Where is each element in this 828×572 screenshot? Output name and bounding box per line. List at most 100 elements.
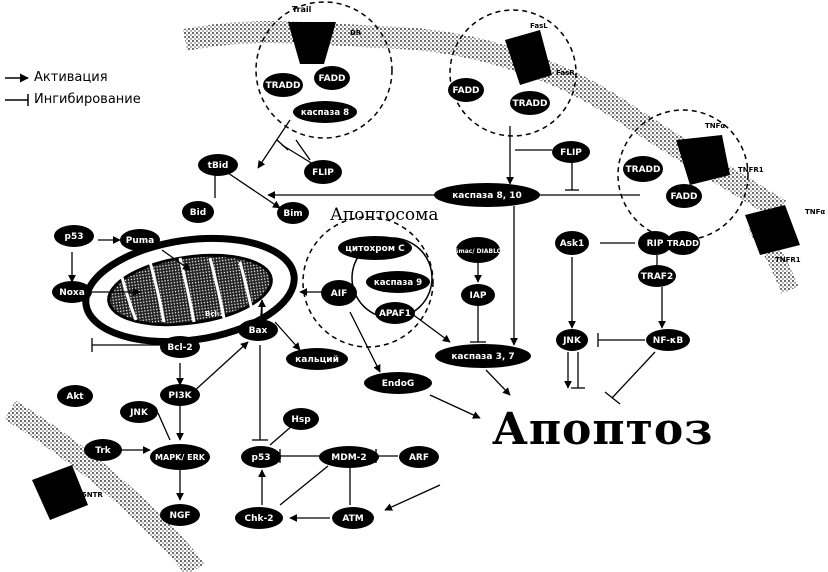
node-label: Akt	[66, 392, 84, 402]
node-shape	[435, 344, 531, 368]
node-label: Ask1	[560, 239, 585, 249]
node-ask1: Ask1	[555, 231, 589, 255]
node-atm: ATM	[332, 507, 374, 529]
node-label: Trk	[95, 446, 112, 456]
node-label: ATM	[342, 514, 363, 524]
node-traf2: TRAF2	[638, 265, 676, 287]
node-label: Bcl-2	[167, 343, 192, 353]
node-label: TRADD	[626, 165, 661, 175]
node-shape	[623, 156, 663, 182]
node-iap: IAP	[461, 284, 495, 306]
node-caspase9: каспаза 9	[366, 271, 430, 293]
node-caspase-3-7: каспаза 3, 7	[435, 344, 531, 368]
node-shape	[319, 446, 379, 468]
node-arf: ARF	[399, 446, 439, 468]
node-shape	[552, 141, 590, 163]
node-label: Smac/ DIABLO	[454, 248, 502, 255]
node-label: RIP	[647, 239, 664, 249]
node-label: EndoG	[382, 379, 415, 389]
node-label: AIF	[331, 289, 347, 299]
node-shape	[57, 385, 93, 407]
node-shape	[304, 160, 342, 184]
node-shape	[338, 236, 412, 260]
node-jnk-right: JNK	[556, 329, 588, 351]
label-p75ntr: p75NTR	[72, 491, 103, 499]
apoptosis-label: Апоптоз	[492, 404, 714, 455]
node-noxa: Noxa	[52, 281, 92, 303]
node-label: MAPK/ ERK	[155, 453, 206, 462]
nodes-layer: TRADD FADD каспаза 8 FADD TRADD TRADD FADD FLIP…	[52, 5, 825, 529]
node-bim: Bim	[277, 202, 309, 224]
node-shape	[638, 265, 676, 287]
node-label: PI3K	[168, 391, 192, 401]
label-tnfa-right: TNFα	[805, 208, 825, 216]
node-label: TRADD	[667, 238, 699, 248]
trail-complex-circle	[255, 1, 393, 139]
node-label: NGF	[169, 511, 190, 521]
node-shape	[434, 183, 540, 207]
label-fasl: FasL	[530, 22, 548, 30]
node-rip: RIP	[638, 231, 672, 255]
node-label: каспаза 3, 7	[451, 352, 514, 362]
fas-complex-circle	[449, 9, 577, 137]
node-calcium: кальций	[286, 348, 348, 370]
trail-receptor-shape	[288, 22, 336, 64]
node-shape	[555, 231, 589, 255]
legend-inhibition-label: Ингибирование	[34, 92, 141, 107]
node-label: p53	[252, 453, 271, 463]
tnf-receptor-top-shape	[676, 135, 730, 185]
node-shape	[120, 229, 160, 251]
node-shape	[666, 184, 702, 208]
label-trail: Trail	[292, 5, 312, 14]
node-label: JNK	[562, 336, 582, 346]
node-shape	[456, 237, 500, 263]
node-smac: Smac/ DIABLO	[454, 237, 502, 263]
node-label: FADD	[318, 74, 345, 84]
node-apaf1: APAF1	[375, 302, 415, 324]
node-akt: Akt	[57, 385, 93, 407]
node-shape	[364, 372, 432, 394]
node-shape	[399, 446, 439, 468]
mitochondrion-inner	[107, 253, 273, 327]
node-label: каспаза 8	[301, 108, 349, 118]
node-endog: EndoG	[364, 372, 432, 394]
node-bid: Bid	[182, 201, 214, 223]
label-dr: DR	[350, 29, 362, 37]
node-tradd-d: TRADD	[666, 231, 700, 255]
node-shape	[283, 408, 319, 430]
node-label: Noxa	[59, 288, 85, 298]
label-fasr: FasR	[556, 69, 575, 77]
node-chk2: Chk-2	[235, 507, 283, 529]
node-pi3k: PI3K	[160, 384, 200, 406]
node-shape	[160, 384, 200, 406]
node-cytc: цитохром С	[338, 236, 412, 260]
node-label: JNK	[129, 408, 149, 418]
node-shape	[286, 348, 348, 370]
node-p53-top: p53	[54, 225, 94, 247]
tnf-receptor-right-shape	[745, 205, 800, 255]
node-label: FADD	[452, 86, 479, 96]
node-shape	[160, 504, 200, 526]
node-shape	[263, 73, 303, 97]
node-shape	[666, 231, 700, 255]
node-label: ARF	[409, 453, 429, 463]
node-shape	[160, 336, 200, 358]
node-label: цитохром С	[345, 244, 405, 254]
node-shape	[241, 446, 281, 468]
label-tnfr1-right: TNFR1	[775, 256, 801, 264]
node-tradd-c: TRADD	[623, 156, 663, 182]
node-puma: Puma	[120, 229, 160, 251]
node-label: NF-κB	[653, 336, 684, 346]
node-bax: Bax	[238, 319, 278, 341]
node-mdm2: MDM-2	[319, 446, 379, 468]
node-fadd-a: FADD	[314, 66, 350, 90]
node-label: FLIP	[312, 168, 334, 178]
node-shape	[321, 280, 357, 306]
node-shape	[120, 401, 158, 423]
p75ntr-receptor-shape	[32, 465, 88, 520]
node-label: Bid	[190, 208, 206, 218]
node-hsp: Hsp	[283, 408, 319, 430]
node-label: FADD	[670, 192, 697, 202]
node-tradd-a: TRADD	[263, 73, 303, 97]
node-tradd-b: TRADD	[510, 91, 550, 115]
